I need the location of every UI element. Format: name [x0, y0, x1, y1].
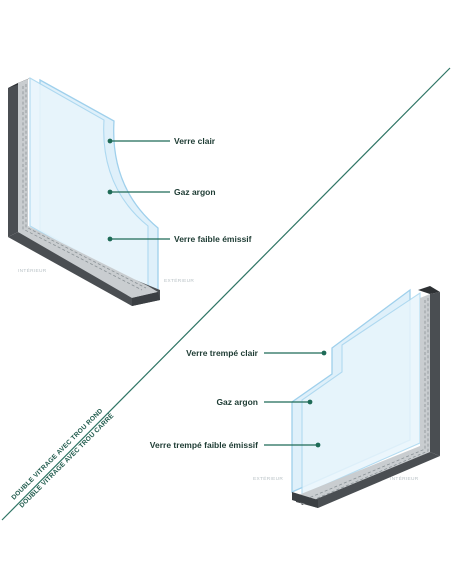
bottom-spacer-dashes-2 — [305, 298, 429, 504]
bottom-frame-front-edge — [292, 492, 318, 508]
bottom-frame-bottom — [296, 452, 440, 508]
bottom-frame-side — [430, 292, 440, 456]
bottom-callout-1: Verre trempé clair — [186, 348, 327, 358]
top-callout-label-1: Verre clair — [174, 136, 216, 146]
diagonal-title-round: DOUBLE VITRAGE AVEC TROU ROND — [10, 407, 104, 501]
bottom-spacer-dashes — [303, 300, 426, 501]
bottom-callout-label-1: Verre trempé clair — [186, 348, 259, 358]
diagonal-title-square: DOUBLE VITRAGE AVEC TROU CARRÉ — [17, 411, 116, 510]
top-spacer-dashes — [22, 86, 143, 291]
bottom-callout-label-3: Verre trempé faible émissif — [150, 440, 258, 450]
bottom-callout-3: Verre trempé faible émissif — [150, 440, 321, 450]
top-callout-label-2: Gaz argon — [174, 187, 216, 197]
diagonal-divider — [1, 67, 451, 521]
bottom-callout-label-2: Gaz argon — [216, 397, 258, 407]
top-callout-label-3: Verre faible émissif — [174, 234, 252, 244]
top-exterior-label: EXTÉRIEUR — [164, 277, 194, 284]
top-interior-label: INTÉRIEUR — [18, 267, 47, 274]
top-callout-2: Gaz argon — [107, 187, 216, 197]
top-spacer-dashes-2 — [25, 84, 147, 289]
top-spacer-bar — [18, 79, 158, 298]
bottom-interior-label: INTÉRIEUR — [390, 475, 419, 482]
bottom-glazing-unit — [291, 286, 440, 508]
top-frame-side — [8, 83, 18, 237]
top-frame-front-edge — [132, 292, 160, 306]
top-callout-3: Verre faible émissif — [107, 234, 252, 244]
bottom-frame-cap — [418, 286, 440, 294]
top-callout-1: Verre clair — [107, 136, 216, 146]
bottom-callout-2: Gaz argon — [216, 397, 313, 407]
bottom-exterior-label: EXTÉRIEUR — [253, 475, 283, 482]
